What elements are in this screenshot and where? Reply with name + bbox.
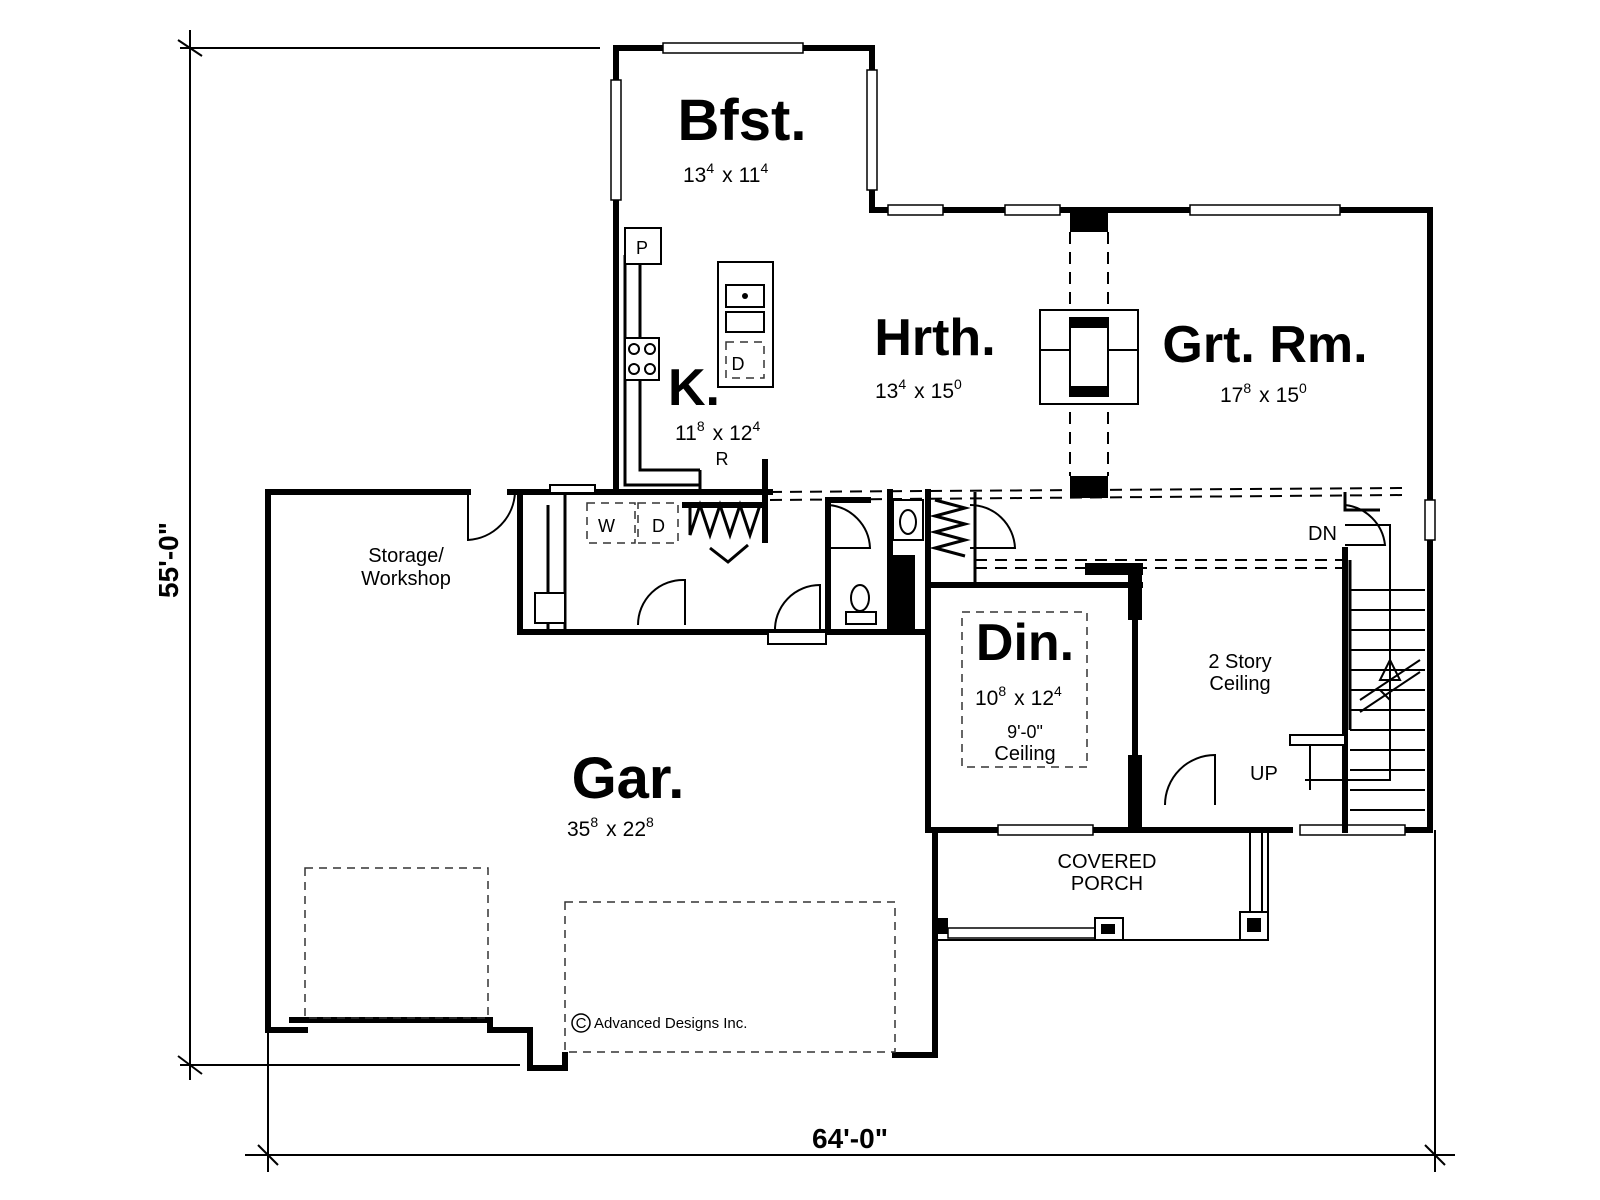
great-room-width-ft: 17 xyxy=(1220,384,1243,407)
staircase xyxy=(1289,524,1425,811)
garage-x: x xyxy=(606,818,617,841)
windows xyxy=(610,42,1436,939)
breakfast-width-ft: 13 xyxy=(683,164,706,187)
two-story-label-line2: Ceiling xyxy=(1209,673,1270,695)
hearth-depth-ft: 15 xyxy=(931,380,954,403)
cooktop xyxy=(624,337,660,381)
dining-depth-ft: 12 xyxy=(1031,687,1054,710)
kitchen-x: x xyxy=(713,422,724,445)
interior-walls xyxy=(546,255,1406,833)
kitchen-width-in: 8 xyxy=(697,418,705,434)
covered-porch xyxy=(932,830,1269,941)
copyright-notice: C Advanced Designs Inc. xyxy=(571,1013,747,1033)
storage-label-line1: Storage/ xyxy=(368,545,444,567)
garage-door-right xyxy=(564,901,896,1053)
dishwasher-label: D xyxy=(732,354,745,374)
room-name-kitchen: K. xyxy=(668,359,720,417)
hearth-width-ft: 13 xyxy=(875,380,898,403)
room-name-dining: Din. xyxy=(976,614,1074,672)
dining-depth-in: 4 xyxy=(1054,683,1062,699)
garage-width-ft: 35 xyxy=(567,818,590,841)
great-room-width-in: 8 xyxy=(1243,380,1251,396)
washer-label: W xyxy=(598,516,615,536)
stairs-down-label: DN xyxy=(1308,523,1337,545)
powder-room-fixtures xyxy=(845,499,924,625)
pantry-label: P xyxy=(636,238,648,258)
room-name-great-room: Grt. Rm. xyxy=(1162,316,1367,374)
room-name-garage: Gar. xyxy=(572,746,685,811)
dryer-label: D xyxy=(652,516,665,536)
dining-ceiling-height: 9'-0" xyxy=(1007,722,1043,742)
copyright-symbol: C xyxy=(576,1015,587,1032)
door-swings xyxy=(467,491,1387,806)
refrigerator-label: R xyxy=(716,449,729,469)
breakfast-width-in: 4 xyxy=(706,160,714,176)
porch-label-line1: COVERED xyxy=(1058,851,1157,873)
garage-door-left xyxy=(304,867,489,1019)
room-name-hearth: Hrth. xyxy=(874,309,995,367)
great-room-depth-ft: 15 xyxy=(1276,384,1299,407)
dining-width-in: 8 xyxy=(998,683,1006,699)
laundry-appliances xyxy=(534,484,679,624)
column-line xyxy=(1039,210,1139,498)
hearth-depth-in: 0 xyxy=(954,376,962,392)
garage-depth-ft: 22 xyxy=(623,818,646,841)
storage-label-line2: Workshop xyxy=(361,568,451,590)
dining-width-ft: 10 xyxy=(975,687,998,710)
room-name-breakfast: Bfst. xyxy=(678,88,807,153)
dining-x: x xyxy=(1014,687,1025,710)
stairs-up-label: UP xyxy=(1250,763,1278,785)
kitchen-depth-in: 4 xyxy=(752,418,760,434)
copyright-symbol-circle xyxy=(571,1013,591,1033)
pantry-box xyxy=(624,227,662,265)
kitchen-width-ft: 11 xyxy=(675,422,697,445)
kitchen-depth-ft: 12 xyxy=(729,422,752,445)
overall-width-dimension: 64'-0" xyxy=(812,1123,888,1154)
breakfast-depth-in: 4 xyxy=(760,160,768,176)
garage-depth-in: 8 xyxy=(646,814,654,830)
dining-ceiling-outline xyxy=(961,611,1088,768)
hearth-x: x xyxy=(914,380,925,403)
dining-ceiling-label: Ceiling xyxy=(994,743,1055,765)
hearth-width-in: 4 xyxy=(898,376,906,392)
porch-label-line2: PORCH xyxy=(1071,873,1143,895)
great-room-x: x xyxy=(1259,384,1270,407)
copyright-text: Advanced Designs Inc. xyxy=(594,1015,747,1032)
dimension-lines xyxy=(177,30,1455,1172)
kitchen-island xyxy=(717,261,774,388)
breakfast-depth-ft: 11 xyxy=(739,164,761,187)
closet-shelves xyxy=(682,498,971,564)
garage-width-in: 8 xyxy=(590,814,598,830)
great-room-depth-in: 0 xyxy=(1299,380,1307,396)
overall-depth-dimension: 55'-0" xyxy=(153,522,184,598)
two-story-label-line1: 2 Story xyxy=(1208,651,1271,673)
breakfast-x: x xyxy=(722,164,733,187)
